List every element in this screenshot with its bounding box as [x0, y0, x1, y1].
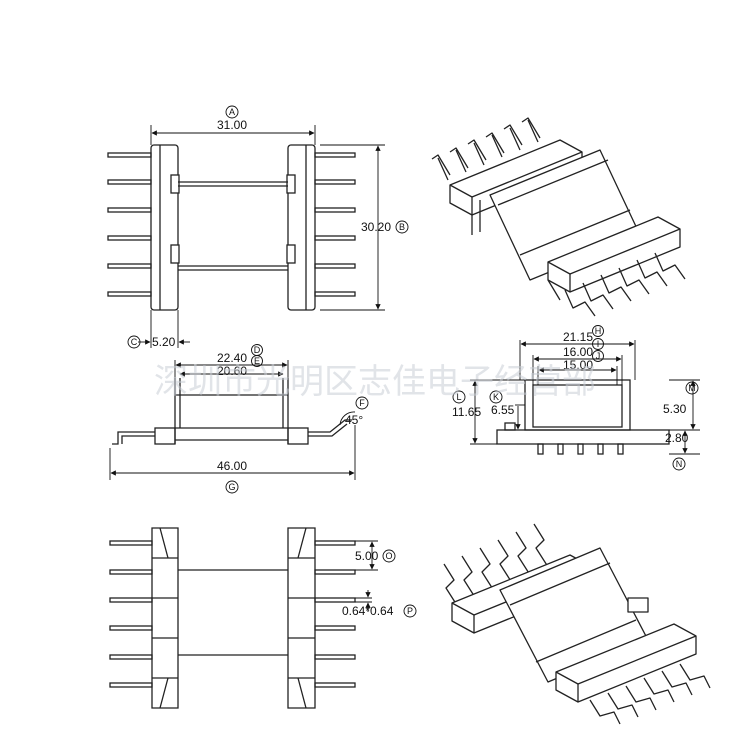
dim-C-letter: C: [131, 337, 138, 347]
dim-D-letter: D: [254, 345, 261, 355]
dim-M-value: 5.30: [663, 402, 687, 416]
front-pins: [564, 252, 686, 317]
bottom-view-dimensions: [355, 540, 378, 612]
dim-N-letter: N: [676, 459, 683, 469]
dim-O-letter: O: [385, 551, 392, 561]
dim-A-value: 31.00: [217, 118, 247, 132]
isometric-view-top: [431, 117, 686, 317]
left-flange: [150, 144, 179, 311]
dim-I-value: 16.00: [563, 345, 593, 359]
dim-L-letter: L: [456, 392, 461, 402]
side-view: [112, 378, 352, 445]
right-pins: [314, 152, 356, 297]
top-view-dimensions: [138, 125, 385, 348]
end-view-pins: [537, 443, 624, 455]
right-flange: [287, 144, 316, 311]
dim-J-letter: J: [596, 351, 601, 361]
left-pins: [107, 152, 152, 297]
iso-bottom-front-pins: [589, 663, 711, 725]
dim-P-letter: P: [407, 606, 413, 616]
dim-H-letter: H: [595, 326, 602, 336]
side-view-dimensions: [109, 360, 356, 480]
isometric-view-bottom: [443, 523, 711, 725]
dim-K-letter: K: [493, 392, 499, 402]
dim-O-value: 5.00: [355, 549, 379, 563]
iso-bottom-back-pins: [443, 523, 551, 611]
dim-C-value: 5.20: [152, 335, 176, 349]
dim-B-value: 30.20: [361, 220, 391, 234]
dim-L-value: 11.65: [452, 405, 481, 419]
dim-G-value: 46.00: [217, 459, 247, 473]
dim-N-value: 2.80: [665, 431, 689, 445]
dim-B-letter: B: [399, 222, 405, 232]
dim-E-letter: E: [254, 356, 260, 366]
bottom-left-pins: [109, 540, 153, 688]
end-view-dimensions: [470, 340, 700, 455]
dim-F-value: 45°: [345, 413, 363, 427]
dim-P-value: 0.64*0.64: [342, 604, 394, 618]
dim-F-letter: F: [359, 398, 365, 408]
back-pins: [431, 117, 541, 181]
dim-K-value: 6.55: [491, 403, 515, 417]
bottom-right-pins: [314, 540, 356, 688]
dim-J-value: 15.00: [563, 358, 593, 372]
dim-A-letter: A: [229, 107, 235, 117]
dim-I-letter: I: [597, 339, 600, 349]
watermark-text: 深圳市光明区志佳电子经营部: [154, 362, 596, 402]
top-view: [107, 144, 356, 311]
bottom-view: [109, 527, 356, 709]
dim-E-value: 20.60: [217, 364, 247, 378]
dim-M-letter: M: [688, 383, 696, 393]
dim-D-value: 22.40: [217, 351, 247, 365]
dim-H-value: 21.15: [563, 330, 593, 344]
dim-G-letter: G: [228, 482, 235, 492]
